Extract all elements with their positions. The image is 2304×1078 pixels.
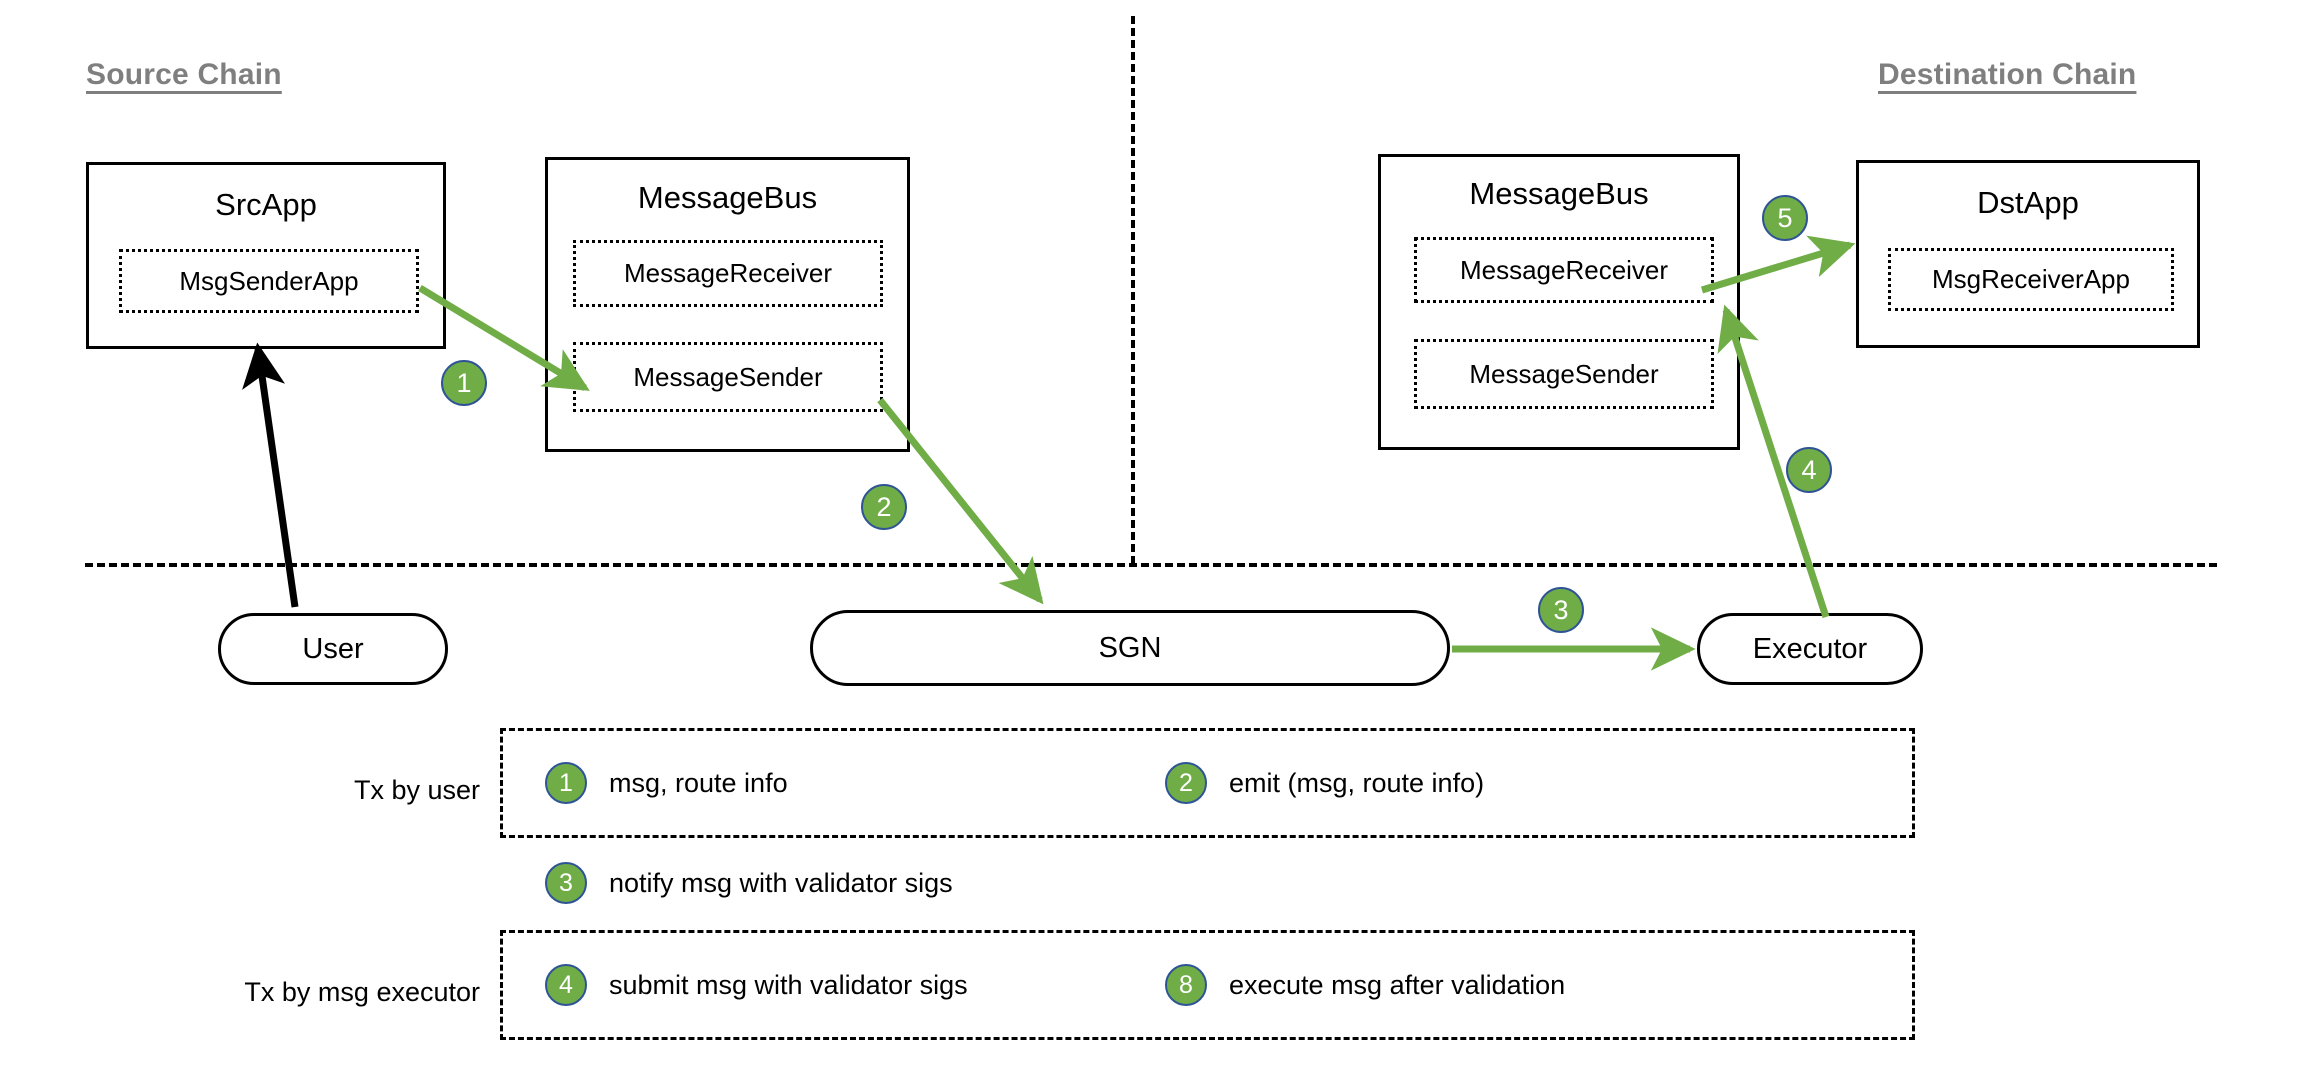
legend-row2-label: Tx by msg executor — [244, 977, 480, 1007]
legend-item-8: 8 execute msg after validation — [1165, 964, 1565, 1006]
legend-item-2: 2 emit (msg, route info) — [1165, 762, 1484, 804]
source-message-sender-module: MessageSender — [573, 342, 883, 412]
legend-text-2: emit (msg, route info) — [1229, 767, 1485, 798]
msg-sender-app-module: MsgSenderApp — [119, 249, 419, 313]
dst-app-title: DstApp — [1977, 185, 2079, 220]
arrow-user-to-src-app — [242, 342, 299, 608]
src-app-title: SrcApp — [215, 187, 317, 222]
legend-badge-3: 3 — [545, 862, 587, 904]
legend-text-4: submit msg with validator sigs — [609, 969, 968, 1000]
legend-item-1: 1 msg, route info — [545, 762, 788, 804]
sgn-pill: SGN — [810, 610, 1450, 686]
onchain-offchain-divider-horizontal — [85, 563, 2217, 567]
destination-message-bus-box: MessageBus MessageReceiver MessageSender — [1378, 154, 1740, 450]
msg-receiver-app-module: MsgReceiverApp — [1888, 248, 2174, 311]
source-message-receiver-module: MessageReceiver — [573, 240, 883, 307]
executor-pill: Executor — [1697, 613, 1923, 685]
destination-chain-heading: Destination Chain — [1878, 58, 2137, 91]
legend-row2-box — [500, 930, 1915, 1040]
legend-text-1: msg, route info — [609, 767, 788, 798]
user-pill: User — [218, 613, 448, 685]
legend-item-4: 4 submit msg with validator sigs — [545, 964, 968, 1006]
legend-row1-box — [500, 728, 1915, 838]
destination-message-sender-module: MessageSender — [1414, 339, 1714, 409]
legend-text-3: notify msg with validator sigs — [609, 867, 953, 898]
legend-row1-label: Tx by user — [353, 775, 480, 805]
dst-app-box: DstApp MsgReceiverApp — [1856, 160, 2200, 348]
flow-badge-2: 2 — [861, 484, 907, 530]
flow-badge-3: 3 — [1538, 587, 1584, 633]
legend-text-8: execute msg after validation — [1229, 969, 1566, 1000]
legend-badge-1: 1 — [545, 762, 587, 804]
legend-badge-8: 8 — [1165, 964, 1207, 1006]
legend-item-3: 3 notify msg with validator sigs — [545, 862, 953, 904]
flow-badge-1: 1 — [441, 360, 487, 406]
legend-badge-4: 4 — [545, 964, 587, 1006]
legend-badge-2: 2 — [1165, 762, 1207, 804]
destination-message-receiver-module: MessageReceiver — [1414, 237, 1714, 303]
source-chain-heading: Source Chain — [86, 58, 282, 91]
src-app-box: SrcApp MsgSenderApp — [86, 162, 446, 349]
source-message-bus-title: MessageBus — [637, 180, 818, 215]
flow-badge-5: 5 — [1762, 195, 1808, 241]
source-message-bus-box: MessageBus MessageReceiver MessageSender — [545, 157, 910, 452]
destination-message-bus-title: MessageBus — [1469, 176, 1649, 211]
flow-badge-4: 4 — [1786, 447, 1832, 493]
chain-divider-vertical — [1131, 16, 1135, 564]
